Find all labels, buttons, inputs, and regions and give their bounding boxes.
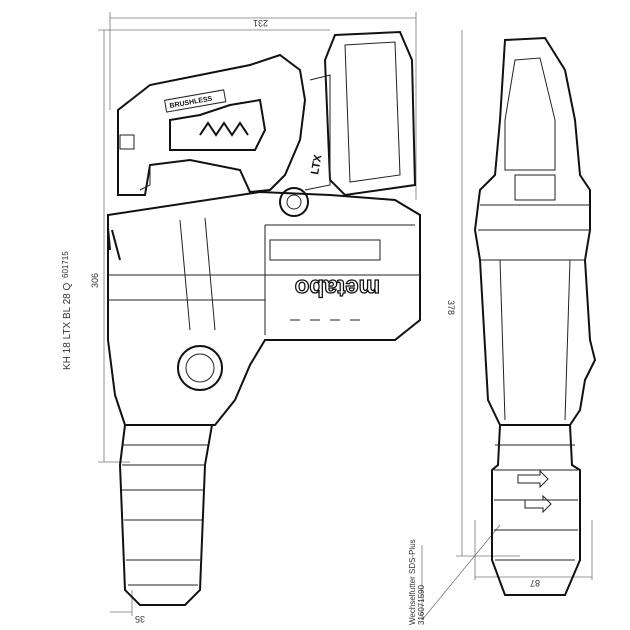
brand-logo: metabo — [295, 274, 380, 301]
chuck-note-line1: Wechselfutter SDS-Plus — [408, 539, 417, 625]
model-name: KH 18 LTX BL 28 Q — [62, 283, 73, 370]
ltx-label: LTX — [309, 153, 324, 175]
dimension-height-side: 306 — [90, 273, 100, 288]
article-number: 601715 — [61, 251, 70, 278]
dimension-width-front: 87 — [530, 578, 540, 588]
chuck-note-line2: 316071590 — [417, 584, 426, 625]
dimension-width-top: 231 — [253, 18, 268, 28]
dimension-lines — [98, 12, 593, 621]
side-view-hammer: BRUSHLESS LTX metabo — [107, 30, 421, 606]
front-view-hammer — [473, 36, 597, 596]
dimension-height-front: 378 — [446, 300, 456, 315]
dimension-chuck-offset: 35 — [135, 614, 145, 624]
